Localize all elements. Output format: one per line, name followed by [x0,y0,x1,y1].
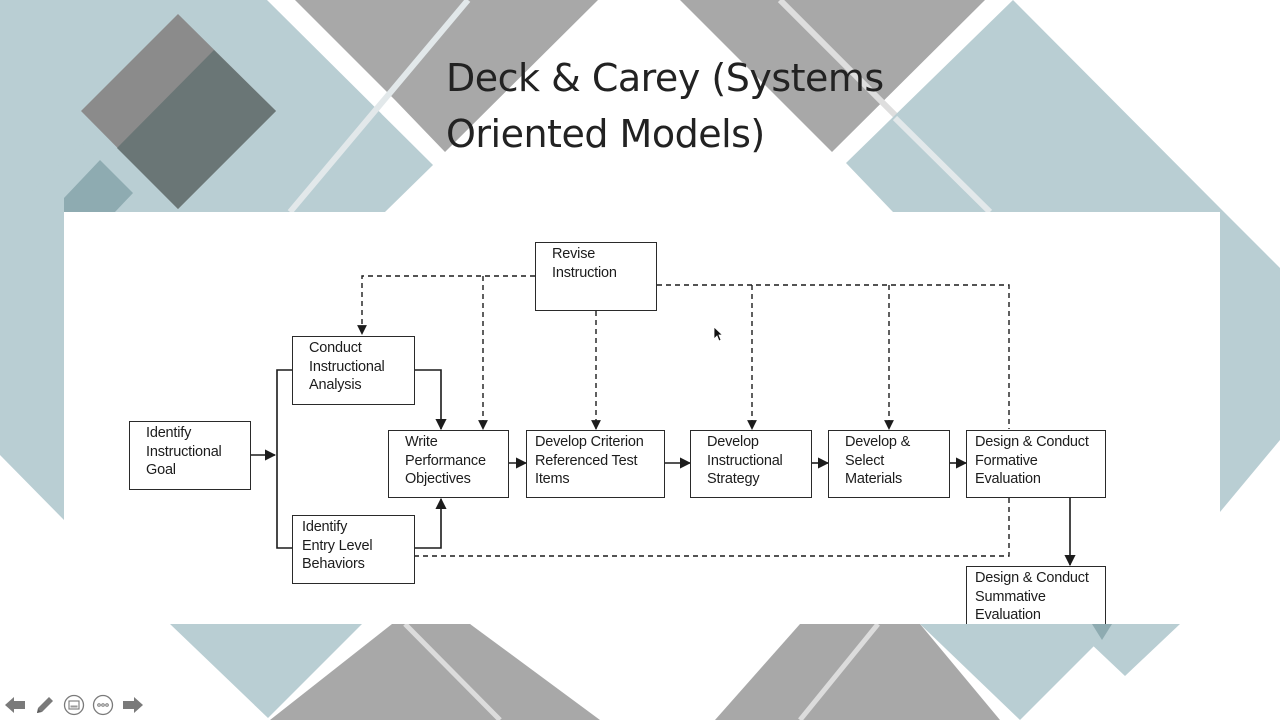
box-text: Identify [146,425,192,441]
box-identify-instructional-goal: Identify Instructional Goal [129,421,251,490]
box-text: Select [845,452,885,469]
bg-shape-teal-small-overlap [64,160,133,212]
more-options-button[interactable] [91,693,115,717]
box-text: Design & Conduct [975,434,1089,450]
box-text: Revise [552,246,596,262]
box-text: Goal [146,462,176,478]
box-text: Formative [975,452,1038,469]
box-text: Write [405,434,438,450]
bg-shape-teal-bottom-right-small [1070,624,1180,676]
more-options-icon [92,694,114,716]
box-text: Analysis [309,377,362,393]
slide-title: Deck & Carey (Systems Oriented Models) [446,50,926,162]
box-text: Performance [405,452,486,469]
box-text: Instructional [146,443,222,460]
feedback-revise-right [657,284,1010,429]
box-text: Behaviors [302,556,365,572]
slide-title-line: Deck & Carey (Systems [446,56,884,100]
box-identify-entry-behaviors: Identify Entry Level Behaviors [292,515,415,584]
box-text: Strategy [707,471,760,487]
feedback-revise-to-analysis [357,275,535,335]
slideshow-toolbar [4,693,144,717]
bg-stripe [777,0,903,123]
box-text: Items [535,471,570,487]
box-text: Evaluation [975,471,1041,487]
next-slide-icon [123,697,143,713]
see-all-slides-icon [63,694,85,716]
box-conduct-instructional-analysis: Conduct Instructional Analysis [292,336,415,405]
bg-stripe [287,0,471,214]
box-text: Develop Criterion [535,434,644,450]
mouse-pointer-icon [713,326,723,342]
box-text: Develop & [845,434,911,450]
bg-shape-teal-right-main [846,0,1280,512]
bg-shape-gray-bottom-2 [400,624,600,720]
box-text: Instructional [309,358,385,375]
connector-entry-to-objectives [415,497,447,549]
feedback-formative-to-entry [415,498,1010,557]
box-text: Evaluation [975,607,1041,623]
bg-shape-teal-bottom-right [920,624,1116,720]
box-text: Conduct [309,340,362,356]
bg-shape-teal-left-lower [0,212,64,520]
connector-analysis-to-objectives [415,369,447,431]
box-text: Design & Conduct [975,570,1089,586]
slide-title-line: Oriented Models) [446,112,765,156]
box-text: Entry Level [302,537,373,554]
bg-stripe [798,622,880,720]
box-text: Referenced Test [535,452,638,469]
box-develop-criterion-test: Develop Criterion Referenced Test Items [526,430,665,498]
bg-stripe [403,622,502,720]
box-text: Objectives [405,471,471,487]
box-text: Instruction [552,264,617,281]
bg-shape-gray-top-right [680,0,985,152]
bg-shape-slate-overlap [117,50,276,209]
previous-slide-button[interactable] [4,693,28,717]
bg-shape-gray-bottom-4 [790,624,1000,720]
box-text: Summative [975,588,1046,605]
box-summative-evaluation: Design & Conduct Summative Evaluation [966,566,1106,624]
box-text: Develop [707,434,759,450]
bg-shape-gray-top-left [295,0,598,152]
pen-button[interactable] [33,693,57,717]
box-revise-instruction: Revise Instruction [535,242,657,311]
connector-branch [276,369,293,549]
box-text: Materials [845,471,903,487]
previous-slide-icon [5,697,25,713]
next-slide-button[interactable] [120,693,144,717]
bg-stripe [892,115,993,215]
box-develop-select-materials: Develop & Select Materials [828,430,950,498]
bg-shape-teal-bottom-overlap [1092,624,1112,640]
box-write-performance-objectives: Write Performance Objectives [388,430,509,498]
box-text: Identify [302,519,348,535]
bg-shape-teal-bottom-left [170,624,362,718]
see-all-slides-button[interactable] [62,693,86,717]
pen-icon [37,697,53,713]
box-develop-instructional-strategy: Develop Instructional Strategy [690,430,812,498]
box-formative-evaluation: Design & Conduct Formative Evaluation [966,430,1106,498]
box-text: Instructional [707,452,783,469]
